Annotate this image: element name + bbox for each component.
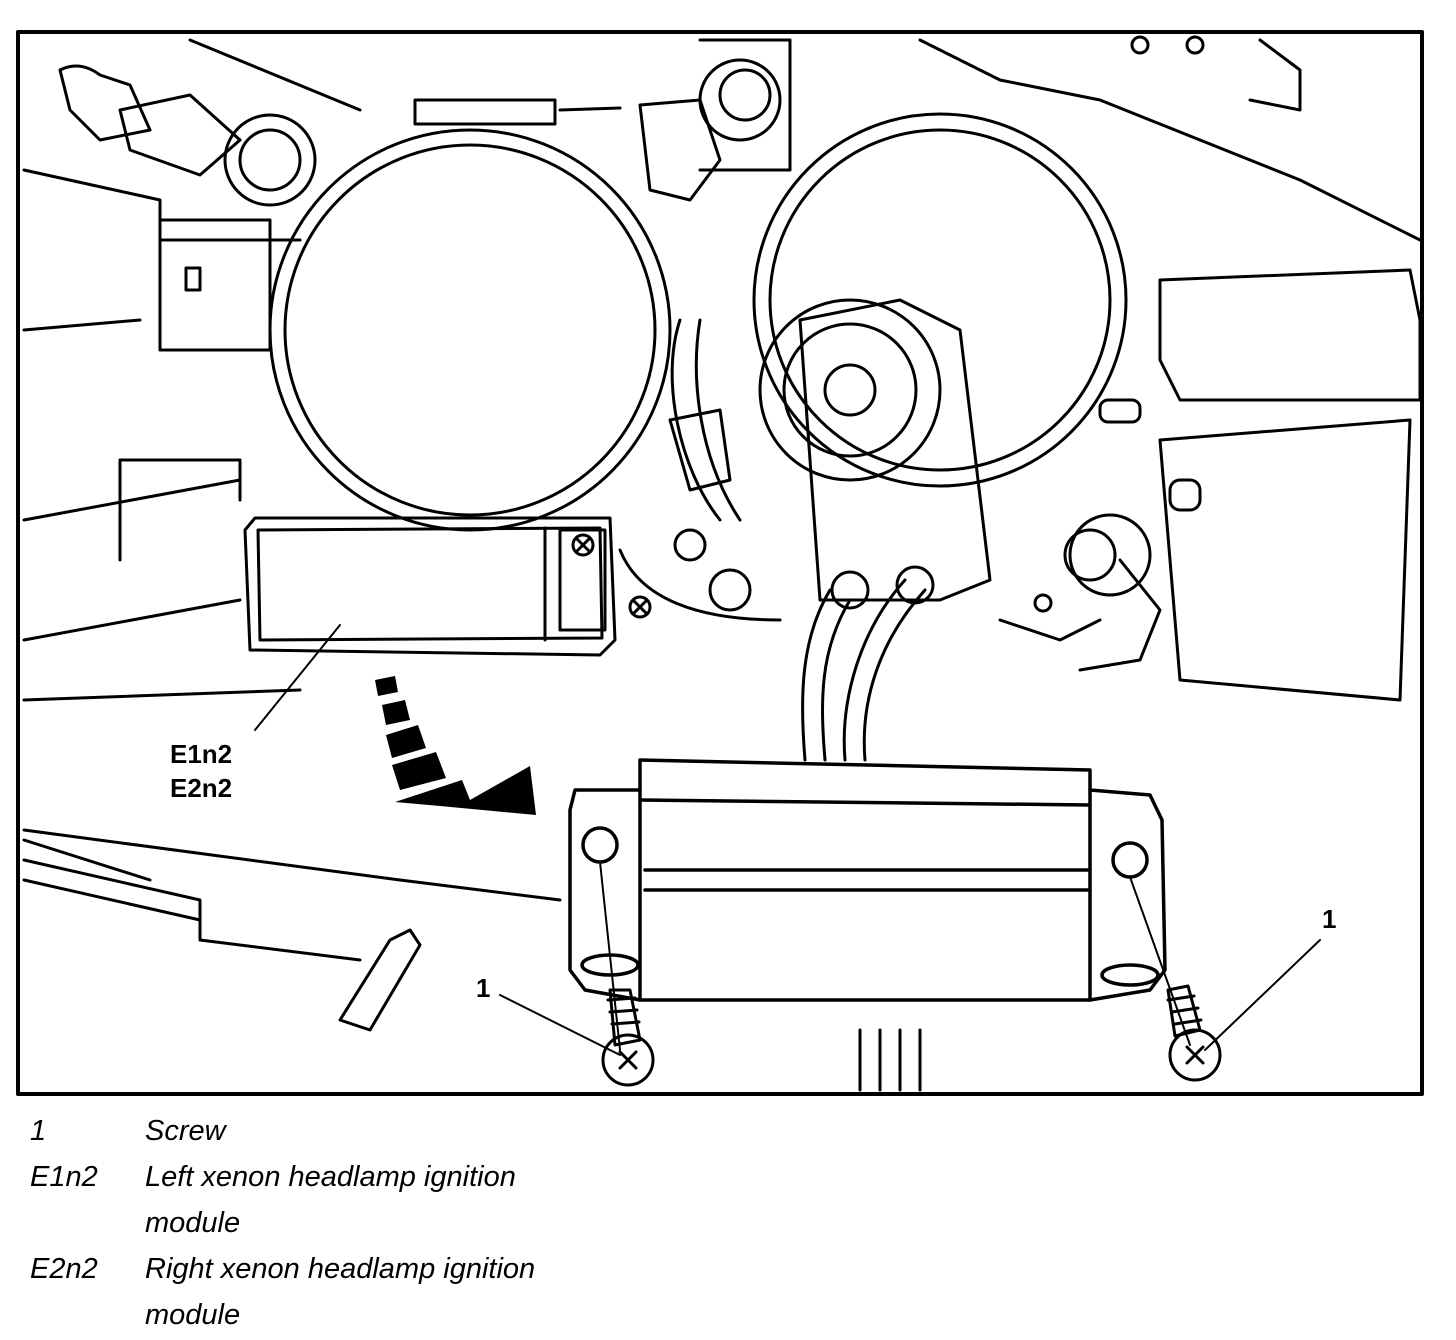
right-lamp-reflector [768, 128, 1112, 472]
bulb-connector-left [58, 64, 152, 142]
legend-row: E1n2 Left xenon headlamp ignition [30, 1154, 730, 1200]
right-housing-bracket [1158, 268, 1422, 402]
callout-screw-right: 1 [1322, 904, 1337, 934]
removal-arrow-icon [375, 676, 536, 815]
leader-line-screw-right [1204, 939, 1321, 1051]
legend-description: Screw [145, 1115, 226, 1147]
legend-code: E1n2 [30, 1161, 98, 1193]
bulb-connector-center [638, 98, 722, 202]
legend-continuation: module [30, 1292, 730, 1338]
legend-code: E2n2 [30, 1253, 98, 1285]
module-installed-position [243, 516, 652, 657]
module-wires [801, 578, 927, 762]
tool-probe [338, 928, 422, 1032]
horn-component [758, 298, 992, 610]
legend-description-cont: module [145, 1207, 241, 1239]
legend-description-cont: module [145, 1299, 241, 1331]
left-lamp-reflector [283, 143, 657, 517]
legend: 1 Screw E1n2 Left xenon headlamp ignitio… [30, 1108, 730, 1338]
legend-description: Left xenon headlamp ignition [145, 1161, 516, 1193]
screw-left [601, 988, 655, 1087]
legend-row: E2n2 Right xenon headlamp ignition [30, 1246, 730, 1292]
housing-outline [22, 168, 562, 962]
leader-line-screw-left [499, 994, 621, 1056]
figure-border [16, 30, 1424, 1096]
xenon-module-diagram [16, 30, 1424, 1096]
leader-line-module [254, 624, 341, 731]
callout-screw-left: 1 [476, 973, 491, 1003]
ignition-module [568, 758, 1167, 1002]
legend-description: Right xenon headlamp ignition [145, 1253, 536, 1285]
screw-right [1166, 984, 1222, 1082]
callout-module-right: E2n2 [170, 773, 233, 803]
legend-continuation: module [30, 1200, 730, 1246]
legend-code: 1 [30, 1115, 47, 1147]
legend-row: 1 Screw [30, 1108, 730, 1154]
callout-module-left: E1n2 [170, 739, 233, 769]
